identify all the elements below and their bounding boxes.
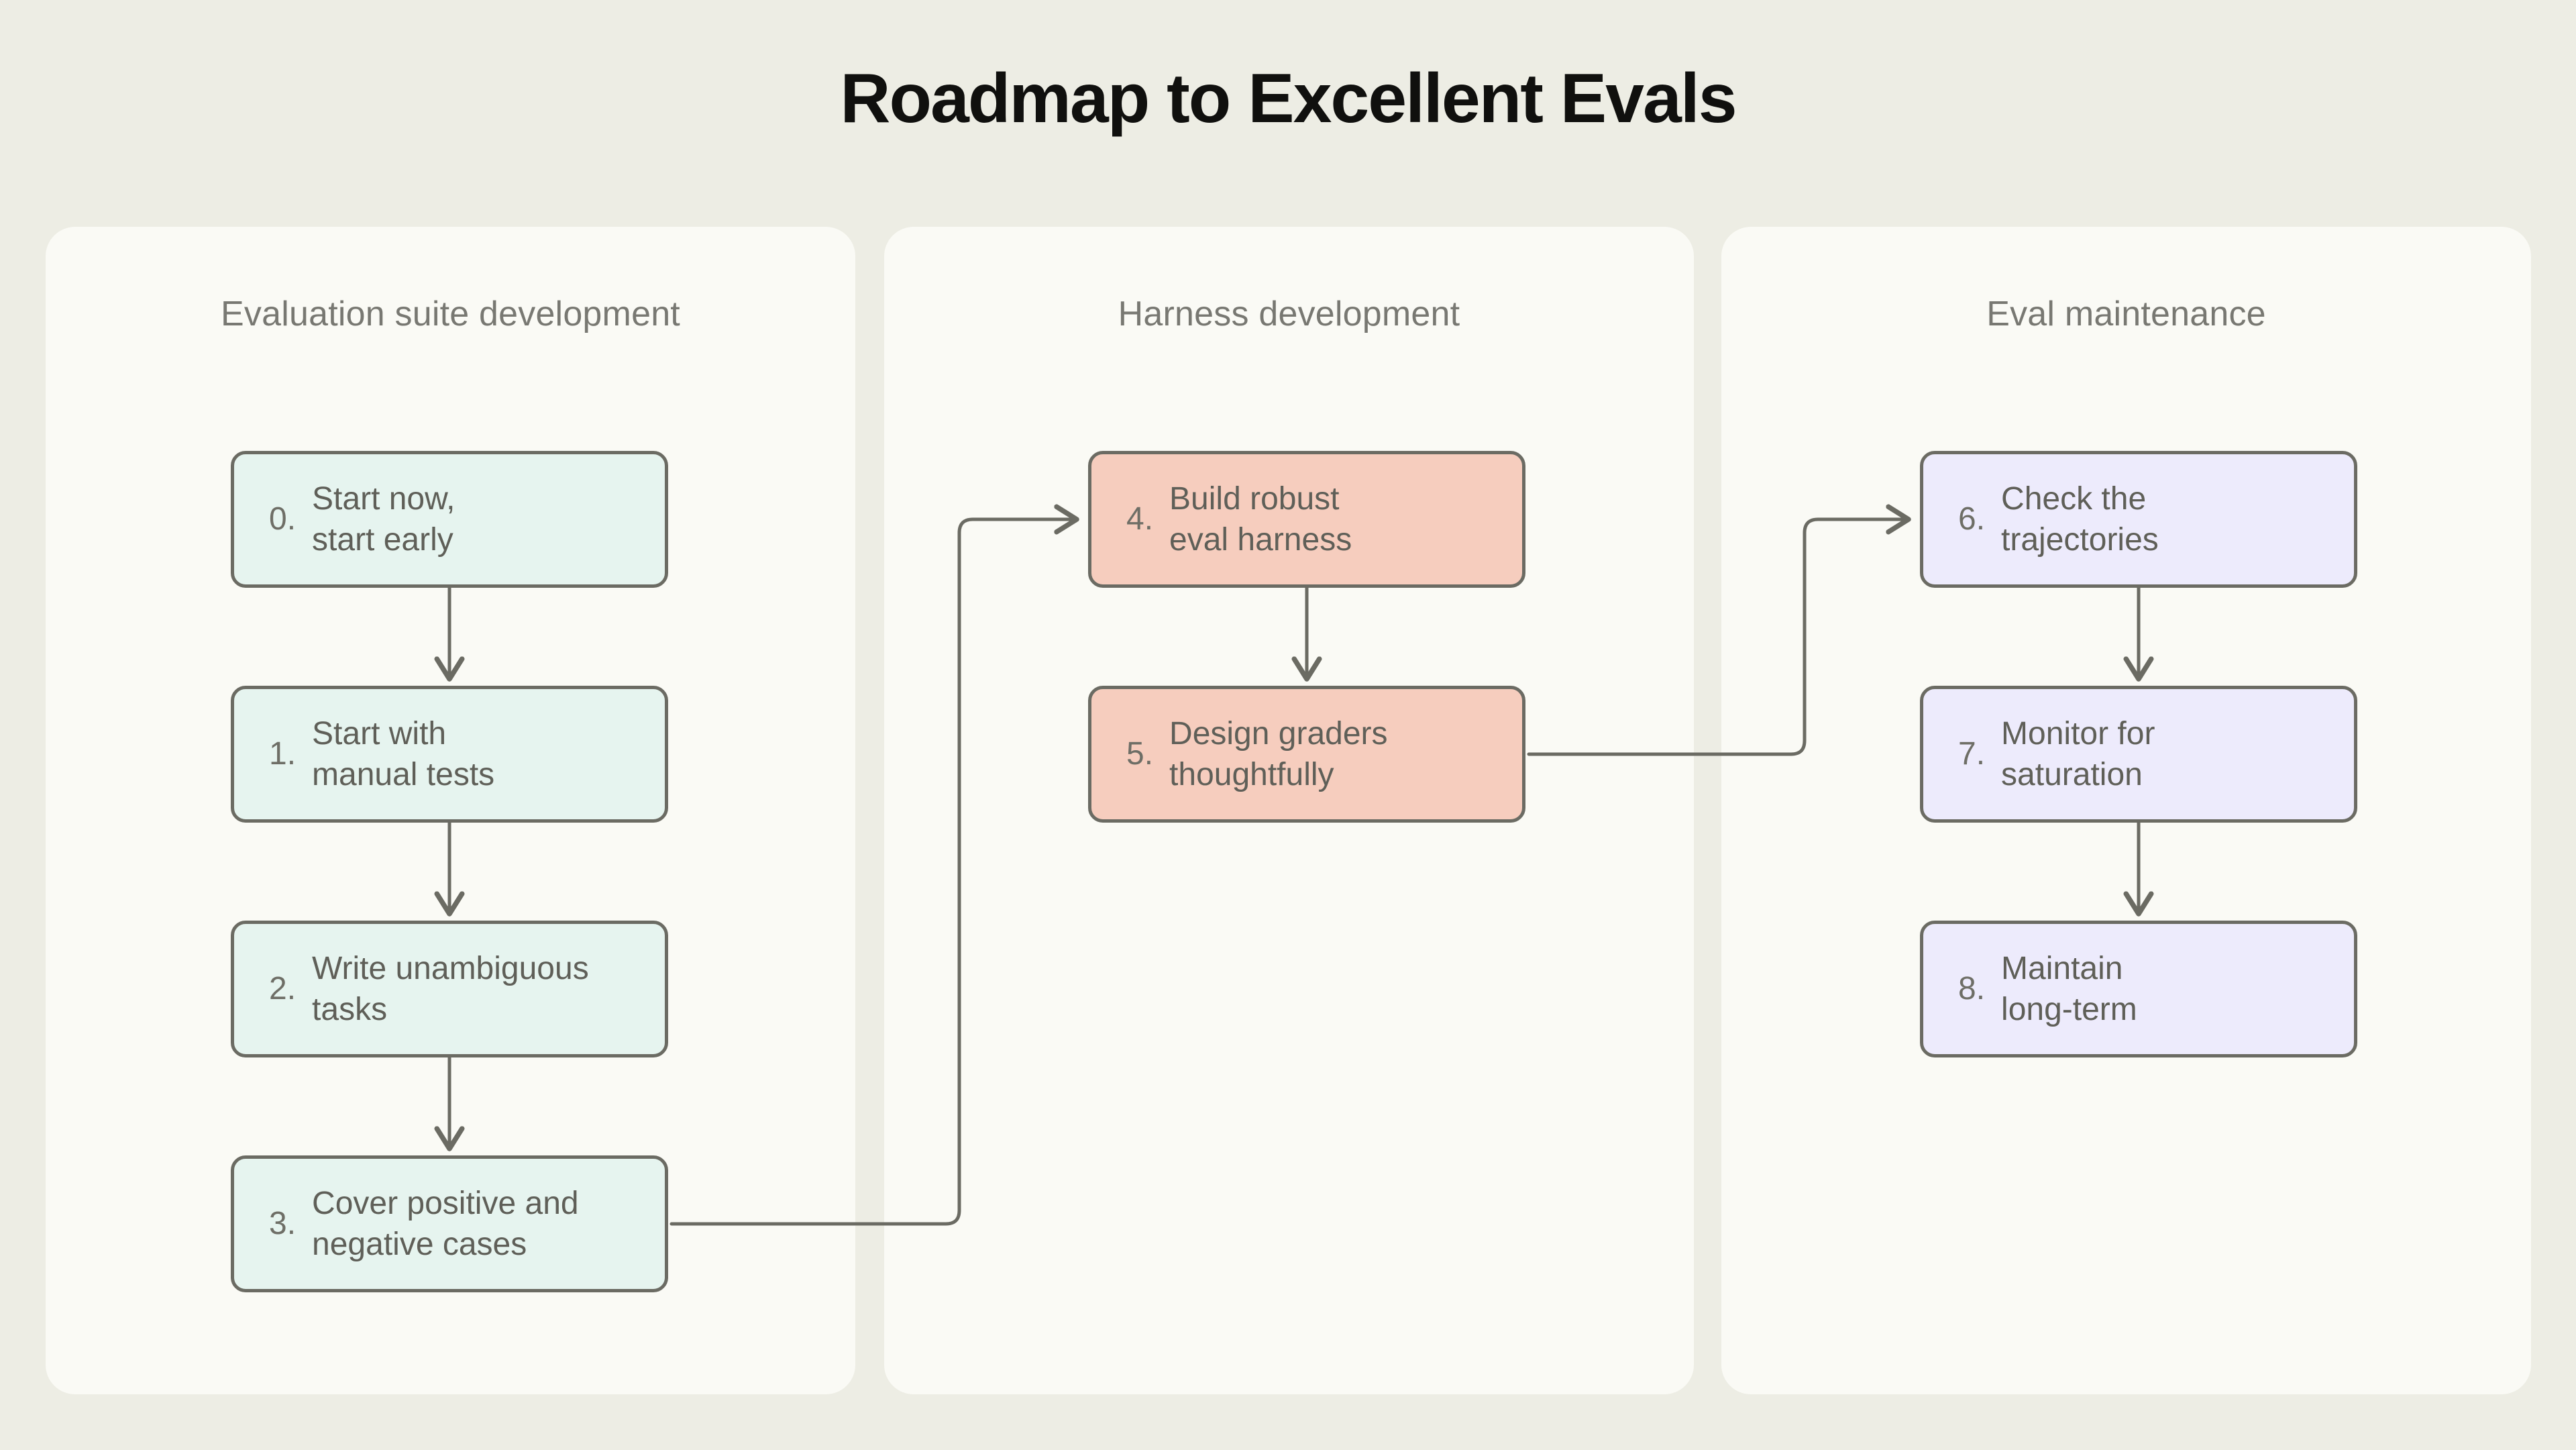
- step-box-3[interactable]: 3. Cover positive and negative cases: [231, 1155, 668, 1292]
- step-box-1[interactable]: 1. Start with manual tests: [231, 686, 668, 823]
- step-box-7[interactable]: 7. Monitor for saturation: [1920, 686, 2357, 823]
- step-label-8: Maintain long-term: [2001, 950, 2137, 1027]
- step-number-3: 3.: [269, 1206, 297, 1242]
- step-label-2: Write unambiguous tasks: [312, 950, 589, 1027]
- step-box-4[interactable]: 4. Build robust eval harness: [1088, 451, 1525, 588]
- panel-header-eval-maintenance: Eval maintenance: [1986, 295, 2266, 333]
- step-number-1: 1.: [269, 736, 297, 772]
- step-label-3: Cover positive and negative cases: [312, 1185, 579, 1262]
- page-title: Roadmap to Excellent Evals: [840, 60, 1737, 138]
- panel-header-evaluation-suite-development: Evaluation suite development: [221, 295, 680, 333]
- step-box-0[interactable]: 0. Start now, start early: [231, 451, 668, 588]
- step-label-7: Monitor for saturation: [2001, 715, 2155, 792]
- step-number-6: 6.: [1958, 501, 1986, 537]
- step-box-5[interactable]: 5. Design graders thoughtfully: [1088, 686, 1525, 823]
- step-number-8: 8.: [1958, 971, 1986, 1007]
- step-box-6[interactable]: 6. Check the trajectories: [1920, 451, 2357, 588]
- step-number-0: 0.: [269, 501, 297, 537]
- step-number-2: 2.: [269, 971, 297, 1007]
- step-box-8[interactable]: 8. Maintain long-term: [1920, 921, 2357, 1057]
- step-box-2[interactable]: 2. Write unambiguous tasks: [231, 921, 668, 1057]
- step-label-0: Start now, start early: [312, 480, 455, 558]
- step-label-6: Check the trajectories: [2001, 480, 2159, 558]
- step-number-7: 7.: [1958, 736, 1986, 772]
- step-label-5: Design graders thoughtfully: [1169, 715, 1388, 792]
- panel-header-harness-development: Harness development: [1118, 295, 1460, 333]
- step-number-4: 4.: [1126, 501, 1154, 537]
- step-label-1: Start with manual tests: [312, 715, 495, 792]
- step-label-4: Build robust eval harness: [1169, 480, 1352, 558]
- step-number-5: 5.: [1126, 736, 1154, 772]
